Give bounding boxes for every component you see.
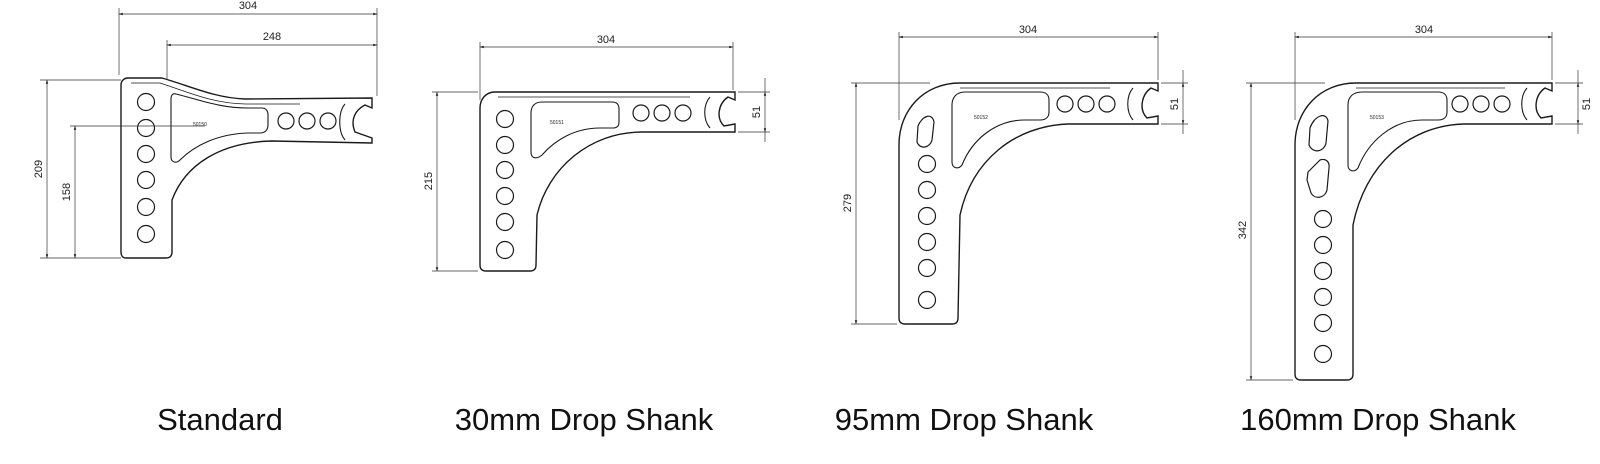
drop-160mm-drawing: 50153 304 — [1237, 24, 1593, 437]
drop-30mm-part-number: 50151 — [550, 120, 564, 126]
standard-part-number: 50150 — [193, 122, 207, 128]
drop-95mm-dim-height: 279 — [842, 194, 854, 212]
drop-95mm-caption: 95mm Drop Shank — [835, 402, 1094, 437]
standard-slot — [170, 93, 269, 163]
drop-30mm-dim-width: 304 — [597, 34, 615, 46]
drop-95mm-shank-holes — [1056, 95, 1116, 113]
drop-160mm-slot — [1347, 91, 1448, 172]
standard-vertical-holes — [136, 92, 156, 244]
standard-dim-shank: 248 — [263, 31, 281, 43]
drop-95mm-slot — [951, 91, 1050, 169]
standard-dim-hole-height: 158 — [61, 183, 73, 201]
standard-dim-width: 304 — [239, 0, 257, 12]
drop-160mm-outline — [1294, 82, 1553, 381]
drop-160mm-dim-shank: 51 — [1581, 98, 1593, 110]
standard-outline — [120, 77, 373, 259]
standard-shank-holes — [277, 112, 337, 130]
drop-95mm-oval-slot — [916, 115, 935, 148]
drop-160mm-vertical-holes — [1313, 209, 1333, 364]
drop-30mm-dimensions — [432, 42, 770, 272]
drop-160mm-dimensions — [1246, 32, 1583, 381]
standard-hitch-notch — [339, 103, 346, 141]
drop-30mm-dim-height: 215 — [423, 172, 435, 190]
drop-30mm-shank-holes — [632, 104, 692, 122]
drop-95mm-dim-shank: 51 — [1169, 98, 1181, 110]
standard-dimensions — [40, 8, 378, 259]
standard-caption: Standard — [157, 402, 283, 437]
drop-160mm-part-number: 50153 — [1370, 115, 1384, 121]
drop-95mm-hitch-notch — [1127, 87, 1134, 121]
drop-160mm-oval-slot-lower — [1306, 158, 1330, 198]
drop-30mm-hitch-notch — [704, 96, 711, 129]
standard-dim-height: 209 — [33, 160, 45, 178]
drop-160mm-oval-slot-upper — [1308, 115, 1329, 152]
drop-30mm-drawing: 50151 304 51 — [423, 34, 770, 437]
drop-160mm-shank-holes — [1451, 95, 1511, 113]
drop-95mm-dim-width: 304 — [1019, 24, 1037, 36]
drop-95mm-drawing: 50152 304 51 — [835, 24, 1188, 437]
drop-30mm-caption: 30mm Drop Shank — [455, 402, 714, 437]
drop-160mm-dim-height: 342 — [1237, 221, 1249, 239]
drop-30mm-outline — [479, 91, 736, 272]
drop-30mm-vertical-holes — [495, 109, 515, 260]
standard-drawing: 50150 304 248 2 — [33, 0, 378, 437]
drop-160mm-dim-width: 304 — [1415, 24, 1433, 36]
standard-inner-outline — [131, 82, 300, 105]
drop-30mm-dim-shank: 51 — [751, 106, 763, 118]
drop-95mm-outline — [898, 82, 1159, 325]
drop-160mm-hitch-notch — [1521, 87, 1528, 121]
drop-30mm-slot — [530, 101, 620, 159]
drop-160mm-caption: 160mm Drop Shank — [1240, 402, 1516, 437]
drop-95mm-dimensions — [851, 32, 1188, 325]
drop-95mm-vertical-holes — [917, 154, 937, 310]
drop-95mm-part-number: 50152 — [974, 115, 988, 121]
